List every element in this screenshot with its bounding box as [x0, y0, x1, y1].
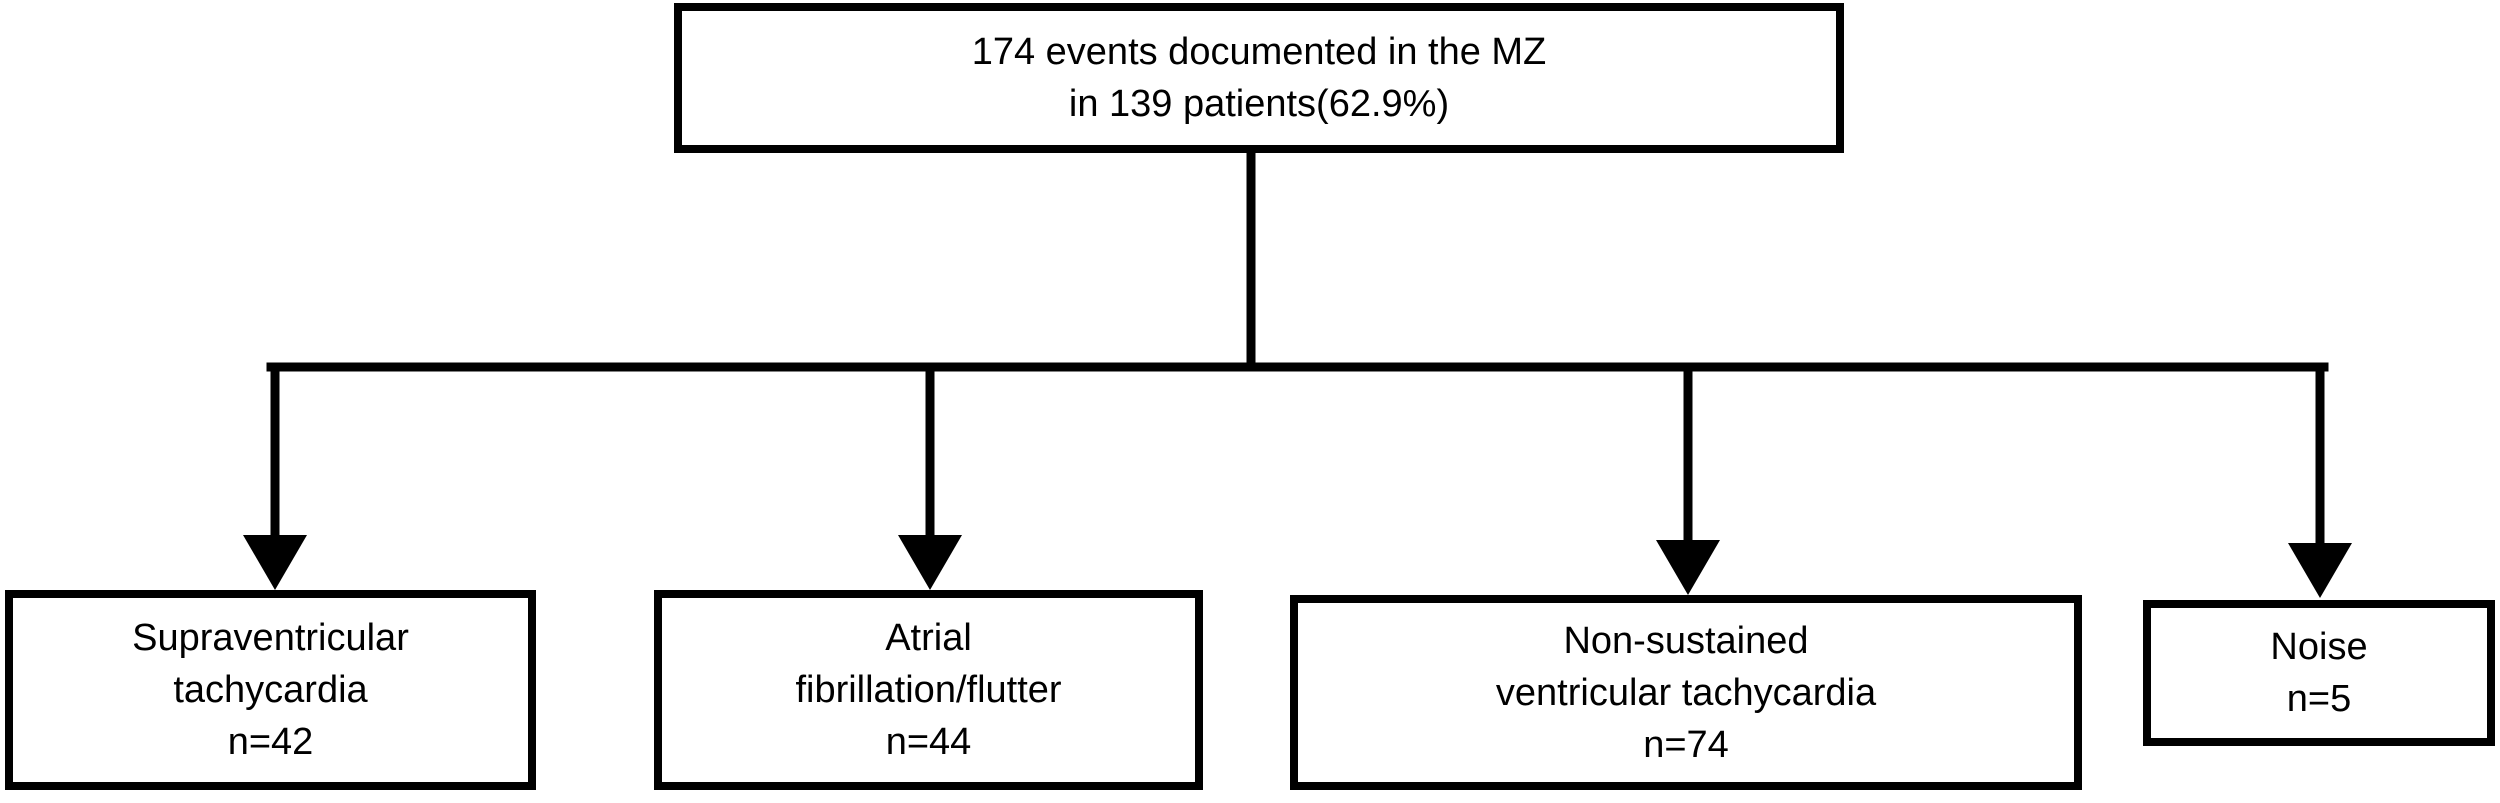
- box-label-line2: fibrillation/flutter: [795, 669, 1062, 711]
- box-label-line2: tachycardia: [173, 669, 368, 711]
- supraventricular-tachycardia-box: Supraventricular tachycardia n=42: [5, 590, 536, 790]
- total-events-line2: in 139 patients(62.9%): [1068, 83, 1450, 125]
- box-label-line1: Atrial: [885, 617, 972, 659]
- total-events-line1: 174 events documented in the MZ: [971, 31, 1547, 73]
- box-label-line1: Noise: [2270, 626, 2368, 668]
- arrowhead-af: [898, 535, 962, 590]
- box-count: n=5: [2286, 678, 2352, 720]
- box-count: n=42: [227, 721, 314, 763]
- total-events-box: 174 events documented in the MZ in 139 p…: [674, 3, 1844, 153]
- arrowhead-noise: [2288, 543, 2352, 598]
- noise-box: Noise n=5: [2143, 600, 2495, 746]
- atrial-fibrillation-flutter-box: Atrial fibrillation/flutter n=44: [654, 590, 1203, 790]
- box-count: n=74: [1643, 723, 1729, 766]
- box-count: n=44: [885, 721, 972, 763]
- arrowhead-nsvt: [1656, 540, 1720, 595]
- box-label-line2: ventricular tachycardia: [1495, 671, 1877, 714]
- arrowhead-svt: [243, 535, 307, 590]
- box-label-line1: Non-sustained: [1563, 619, 1809, 662]
- box-label-line1: Supraventricular: [132, 617, 409, 659]
- non-sustained-ventricular-tachycardia-box: Non-sustained ventricular tachycardia n=…: [1290, 595, 2082, 790]
